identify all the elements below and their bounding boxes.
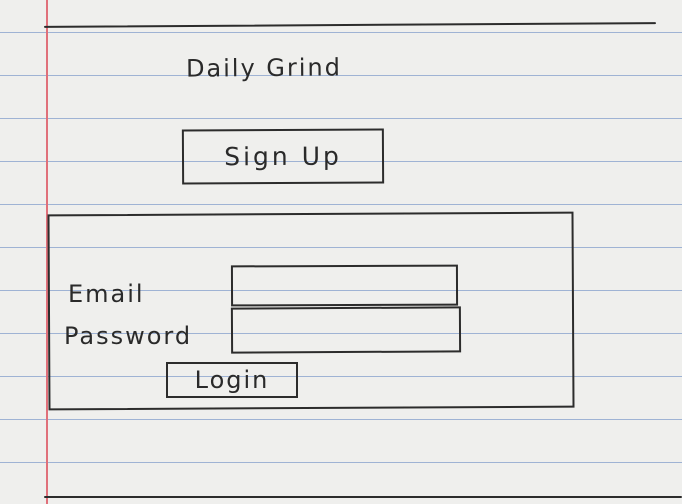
sign-up-button[interactable]: Sign Up	[181, 128, 385, 185]
password-field[interactable]	[230, 306, 462, 354]
login-button-label: Login	[194, 366, 270, 394]
password-label: Password	[64, 322, 193, 350]
margin-line	[46, 0, 48, 504]
app-title: Daily Grind	[185, 53, 343, 83]
bottom-divider	[44, 496, 682, 498]
login-button[interactable]: Login	[166, 362, 298, 398]
email-field[interactable]	[230, 264, 459, 307]
email-label: Email	[68, 280, 145, 308]
sign-up-button-label: Sign Up	[224, 141, 342, 172]
